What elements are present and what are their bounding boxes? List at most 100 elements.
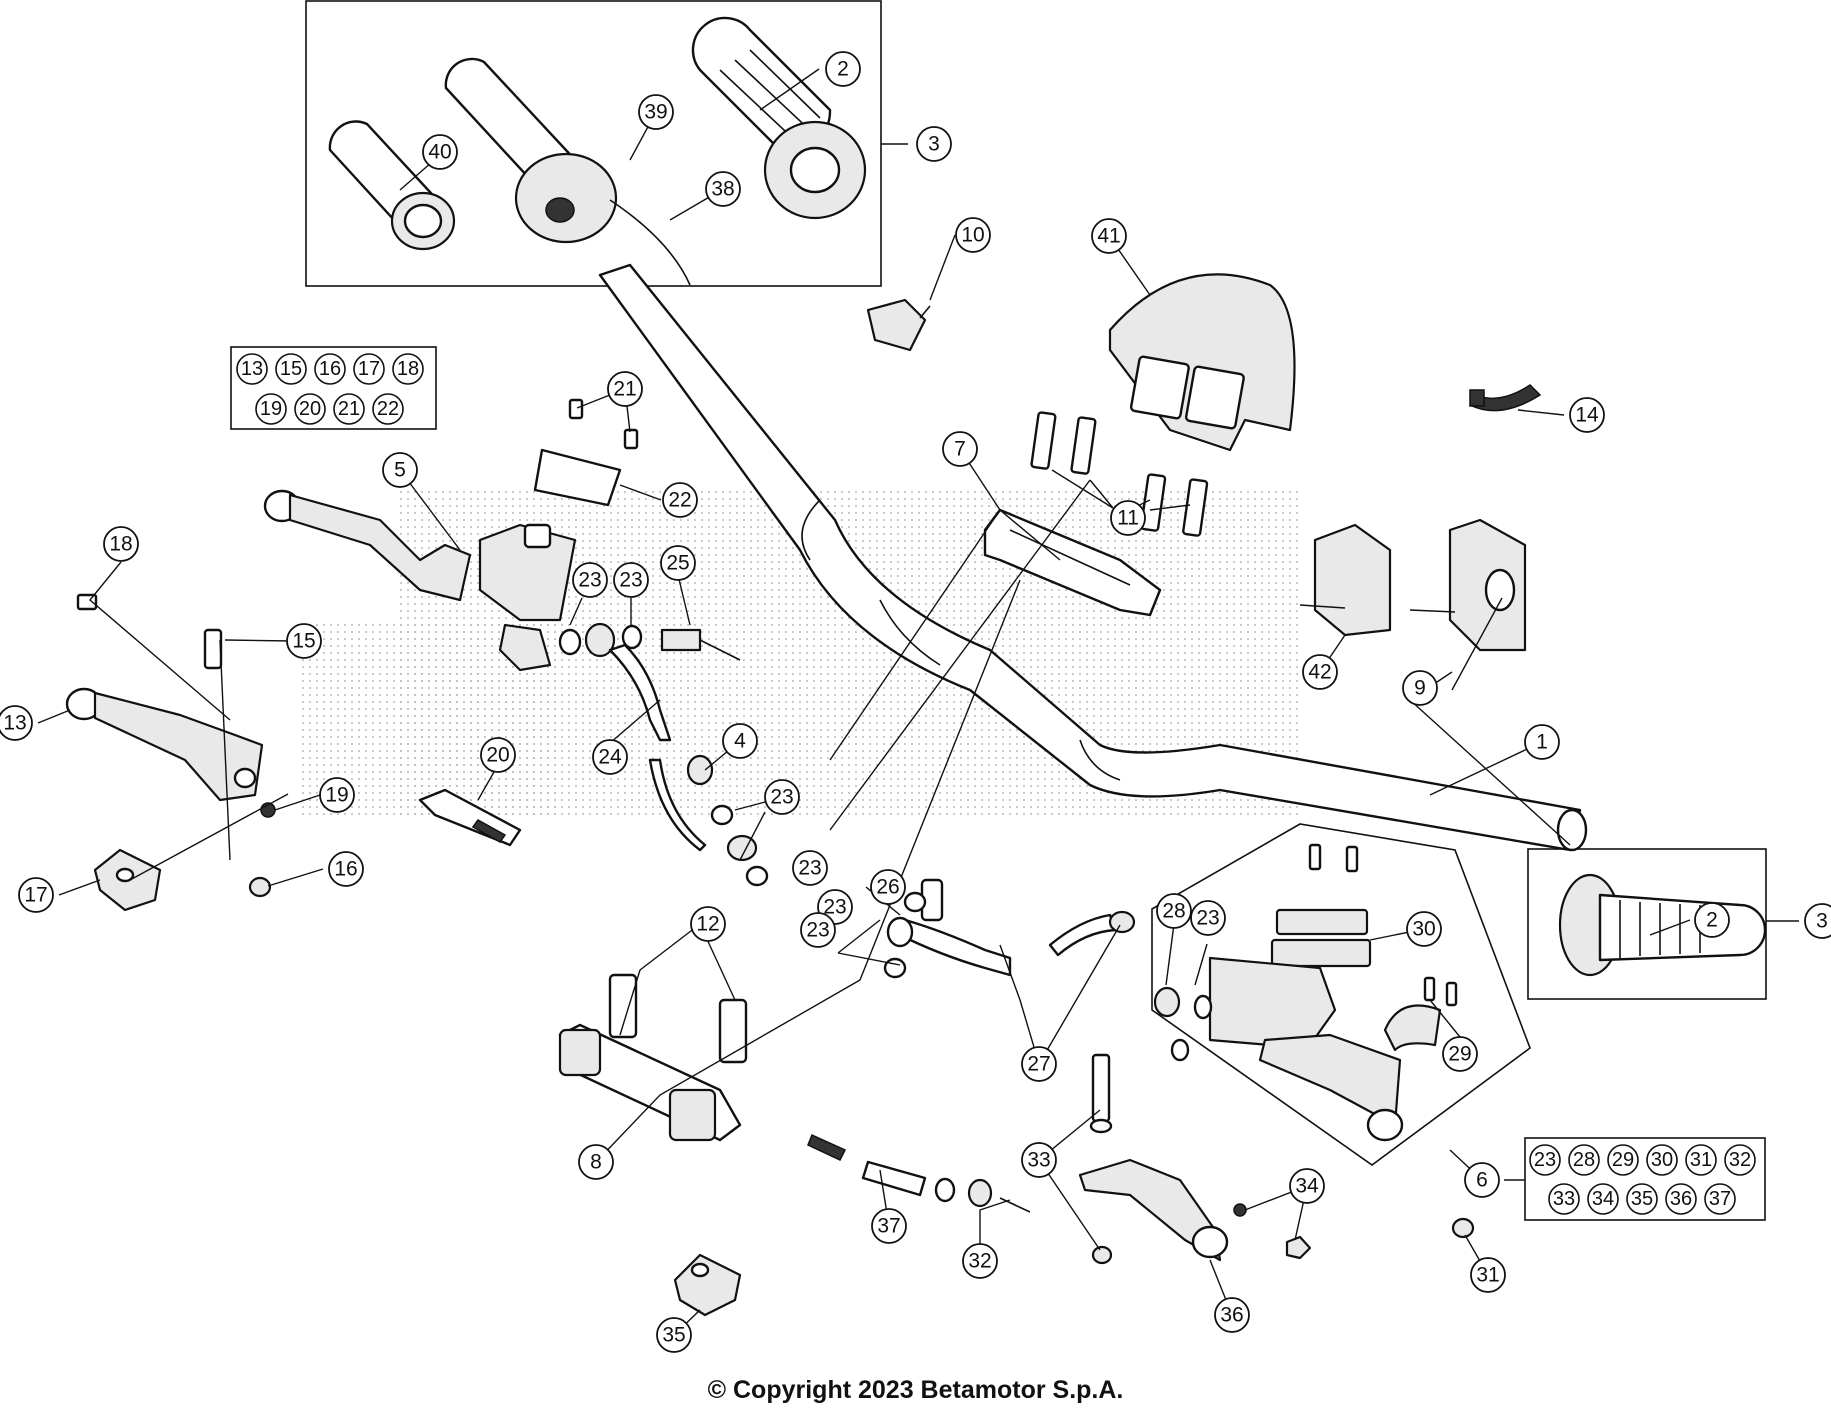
callout-10: 10 [955,217,991,253]
callout-circle [18,877,54,913]
right-grip-bottom-part [1558,873,1767,977]
callout-number: 23 [770,786,793,809]
callout-23: 23 [1190,900,1226,936]
brake-master-part [1153,956,1404,1142]
callout-number: 41 [1097,225,1120,248]
callout-circle [764,779,800,815]
callout-number: 3 [1816,910,1828,933]
callout-circle [422,134,458,170]
callout-30: 30 [1406,911,1442,947]
callout-number: 23 [1196,907,1219,930]
svg-text:33: 33 [1553,1188,1575,1210]
callout-circle [656,1317,692,1353]
kit-item-30: 30 [1646,1144,1678,1176]
callout-circle [638,94,674,130]
callout-36: 36 [1214,1297,1250,1333]
callout-circle [871,1208,907,1244]
callout-number: 25 [666,552,689,575]
clip-10-part [866,298,931,352]
callout-number: 28 [1162,900,1185,923]
brake-hose-part [883,878,1136,979]
callout-number: 23 [798,857,821,880]
svg-text:30: 30 [1651,1149,1673,1171]
kit-item-20: 20 [294,393,326,425]
callout-circle [1464,1162,1500,1198]
callout-28: 28 [1156,893,1192,929]
callout-16: 16 [328,851,364,887]
callout-6: 6 [1464,1162,1500,1198]
kit-item-22: 22 [372,393,404,425]
callout-32: 32 [962,1243,998,1279]
svg-text:19: 19 [260,398,282,420]
svg-text:31: 31 [1690,1149,1712,1171]
callout-17: 17 [18,877,54,913]
callout-number: 23 [578,569,601,592]
callout-circle [660,545,696,581]
callout-number: 8 [590,1151,602,1174]
callout-number: 22 [668,489,691,512]
callout-number: 23 [823,896,846,919]
kit-item-19: 19 [255,393,287,425]
callout-circle [1289,1168,1325,1204]
callout-number: 10 [961,224,984,247]
callout-11: 11 [1110,500,1146,536]
callout-22: 22 [662,482,698,518]
kit-item-31: 31 [1685,1144,1717,1176]
kit-item-37: 37 [1704,1183,1736,1215]
right-grip-top-part [691,16,867,220]
kit-6-frame [1524,1137,1766,1221]
callout-number: 5 [394,459,406,482]
callout-circle [962,1243,998,1279]
callout-number: 30 [1412,918,1435,941]
callout-15: 15 [286,623,322,659]
svg-text:23: 23 [1534,1149,1556,1171]
callout-3: 3 [916,126,952,162]
callout-23: 23 [764,779,800,815]
switch-9-part [1409,518,1527,652]
svg-text:20: 20 [299,398,321,420]
callout-number: 16 [334,858,357,881]
callout-circle [1569,397,1605,433]
callout-number: 33 [1027,1149,1050,1172]
callout-number: 21 [613,378,636,401]
callout-1: 1 [1524,724,1560,760]
callout-circle [1406,911,1442,947]
callout-2: 2 [1694,902,1730,938]
pushrod-37-part [807,1133,1031,1213]
callout-circle [572,562,608,598]
kit-item-21: 21 [333,393,365,425]
callout-circle [825,51,861,87]
callout-circle [916,126,952,162]
callout-circle [1694,902,1730,938]
svg-text:22: 22 [377,398,399,420]
callout-number: 4 [734,730,746,753]
lower-clamp-part [558,973,748,1142]
callout-number: 27 [1027,1053,1050,1076]
rear-brake-group-frame [1151,823,1531,1166]
callout-number: 34 [1295,1175,1319,1198]
callout-number: 12 [696,913,719,936]
callout-circle [1470,1257,1506,1293]
callout-23: 23 [572,562,608,598]
callout-19: 19 [319,777,355,813]
callout-number: 42 [1308,661,1331,684]
callout-29: 29 [1442,1036,1478,1072]
upper-clamp-part [983,508,1162,617]
callout-number: 40 [428,141,451,164]
guard-35-part [673,1253,742,1317]
switch-42-part [1299,523,1392,637]
callout-number: 2 [1706,909,1718,932]
callout-number: 37 [877,1215,900,1238]
callout-number: 13 [3,712,26,735]
callout-9: 9 [1402,670,1438,706]
callout-number: 23 [806,919,829,942]
callout-4: 4 [722,723,758,759]
callout-number: 24 [598,746,622,769]
clamp-29-part [1383,976,1458,1052]
callout-circle [1091,218,1127,254]
callout-number: 39 [644,101,667,124]
